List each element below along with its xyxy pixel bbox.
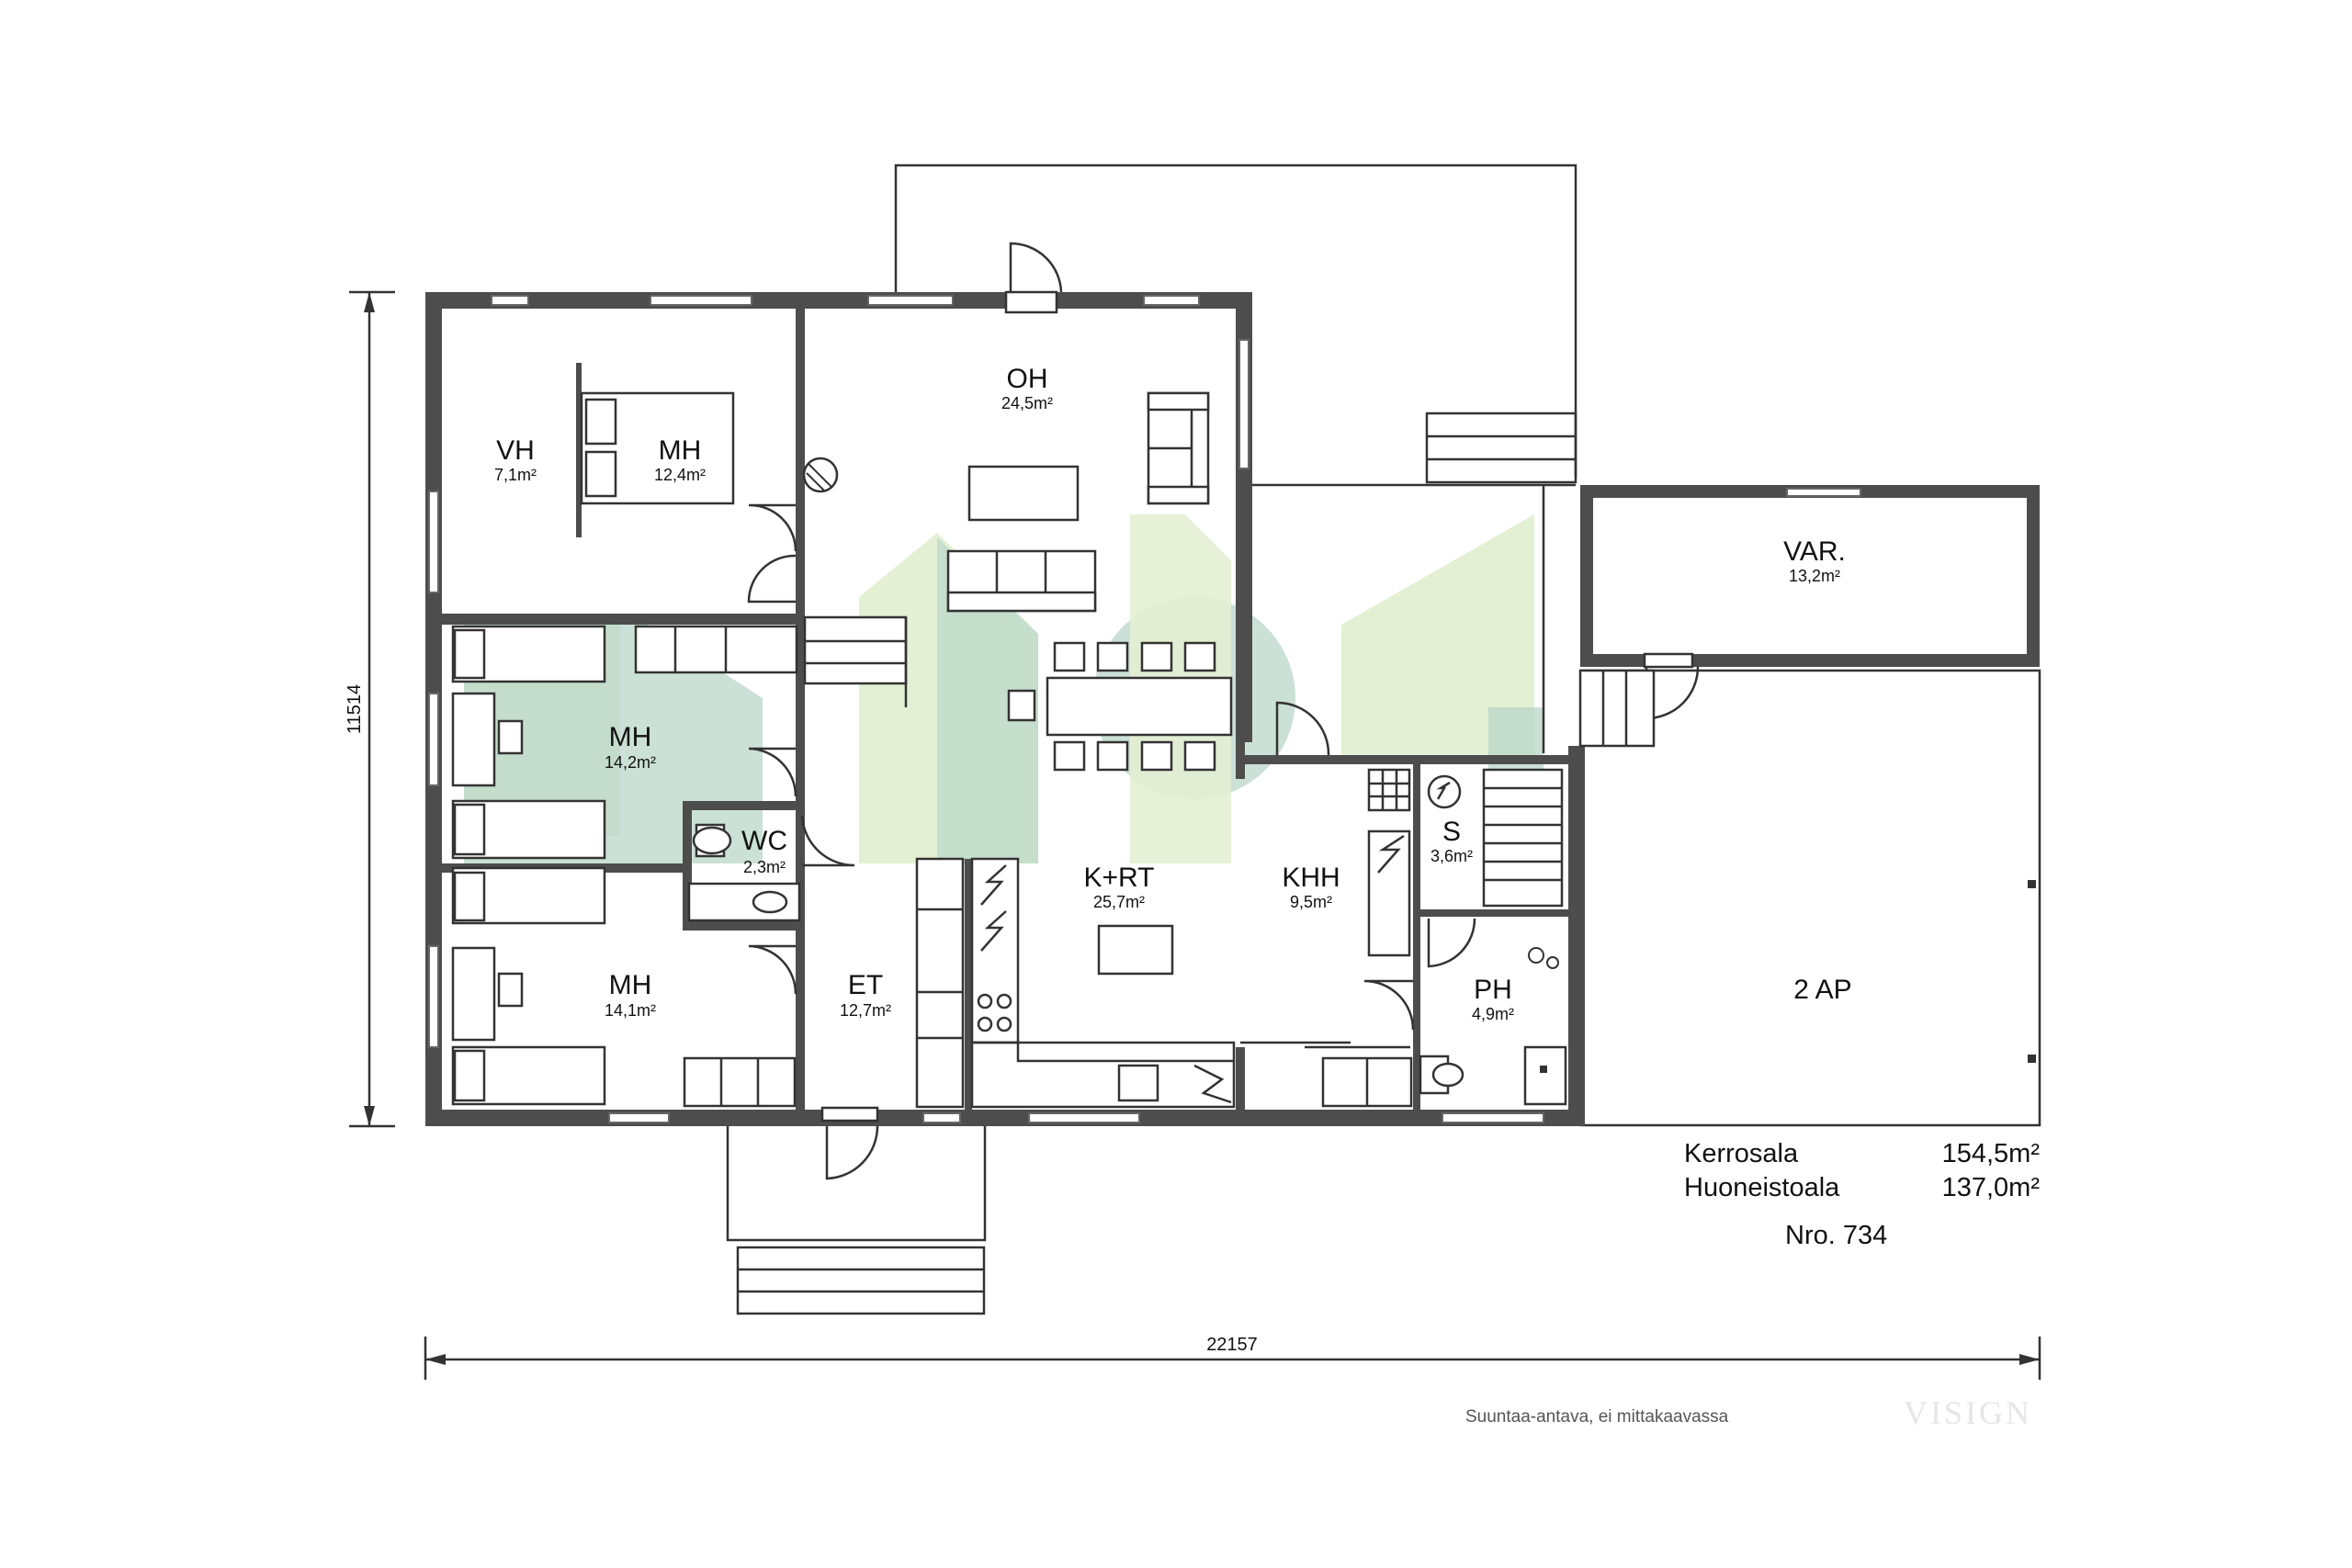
room-oh: OH 24,5m² [1001,364,1053,412]
room-area: 3,6m² [1430,847,1473,865]
room-name: WC [741,826,787,856]
dimension-width: 22157 [424,1335,2041,1380]
room-name: VAR. [1783,536,1846,567]
kerrosala-value: 154,5m² [1942,1139,2041,1168]
width-value: 22157 [1206,1335,1258,1355]
room-name: S [1442,817,1461,847]
room-s: S 3,6m² [1430,817,1473,865]
room-labels: VH 7,1m² MH 12,4m² OH 24,5m² VAR. 13,2m²… [494,364,1852,1023]
doors [747,242,1700,1180]
room-mh-2: MH 14,2m² [605,722,656,772]
room-name: PH [1474,975,1512,1005]
brand-logo: VISIGN [1904,1394,2032,1431]
room-ap: 2 AP [1793,975,1851,1005]
room-name: MH [609,970,652,1000]
room-area: 25,7m² [1093,893,1145,911]
room-area: 9,5m² [1290,893,1332,911]
room-name: VH [496,435,535,466]
room-khh: KHH 9,5m² [1282,863,1340,911]
room-area: 14,1m² [605,1001,656,1020]
room-area: 4,9m² [1472,1005,1514,1023]
room-area: 7,1m² [494,466,537,484]
room-name: OH [1007,364,1048,394]
room-et: ET 12,7m² [840,970,891,1020]
footnote: Suuntaa-antava, ei mittakaavassa [1465,1407,1729,1427]
room-name: ET [848,970,883,1000]
height-value: 11514 [345,684,365,734]
room-name: 2 AP [1793,975,1851,1005]
windows [428,295,1861,1123]
room-mh-1: MH 12,4m² [654,435,706,484]
room-name: KHH [1282,863,1340,893]
room-vh: VH 7,1m² [494,435,537,484]
dimension-height: 11514 [345,290,395,1128]
terrace-outlines [726,164,2041,1315]
room-mh-3: MH 14,1m² [605,970,656,1020]
room-var: VAR. 13,2m² [1783,536,1846,585]
room-name: MH [609,722,652,752]
room-area: 24,5m² [1001,394,1053,412]
room-name: MH [659,435,702,466]
room-area: 14,2m² [605,753,656,772]
room-area: 12,4m² [654,466,706,484]
plan-number: Nro. 734 [1785,1221,1887,1250]
huoneistoala-value: 137,0m² [1942,1173,2041,1202]
room-area: 12,7m² [840,1001,891,1020]
room-name: K+RT [1084,863,1155,893]
room-k-rt: K+RT 25,7m² [1084,863,1155,911]
huoneistoala-label: Huoneistoala [1684,1173,1840,1202]
kerrosala-label: Kerrosala [1684,1139,1799,1168]
room-wc: WC 2,3m² [741,826,787,876]
furniture [451,363,1656,1109]
room-area: 13,2m² [1789,567,1840,585]
room-area: 2,3m² [743,858,786,876]
room-ph: PH 4,9m² [1472,975,1514,1023]
area-summary: Kerrosala 154,5m² Huoneistoala 137,0m² N… [1684,1139,2040,1250]
